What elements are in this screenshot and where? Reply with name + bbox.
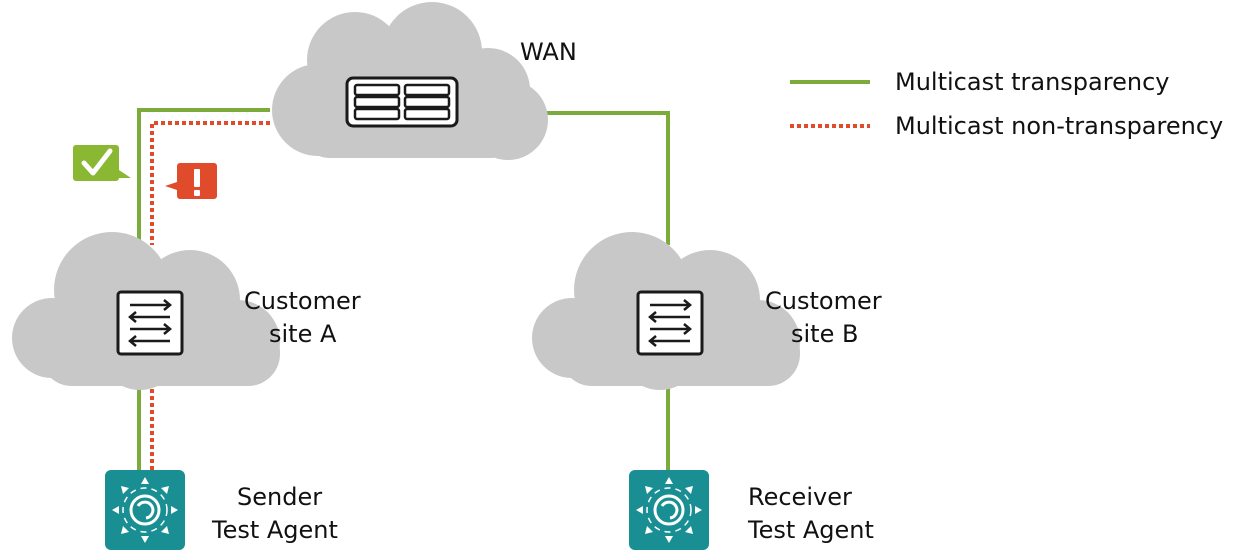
receiver-label-line1: Receiver bbox=[748, 483, 852, 511]
green-link-wan-site-b bbox=[545, 111, 670, 245]
sender-label-line1: Sender bbox=[237, 483, 322, 511]
test-agent-icon bbox=[105, 470, 185, 550]
check-icon bbox=[73, 145, 131, 181]
wan-label: WAN bbox=[520, 38, 577, 66]
legend-non-transparency-label: Multicast non-transparency bbox=[895, 112, 1223, 140]
switch-icon bbox=[636, 290, 704, 356]
red-link-wan-site-a bbox=[150, 121, 270, 245]
legend: Multicast transparency Multicast non-tra… bbox=[790, 68, 1223, 140]
connections bbox=[137, 108, 670, 470]
legend-transparency-label: Multicast transparency bbox=[895, 68, 1169, 96]
site-a-label-line1: Customer bbox=[244, 287, 361, 315]
site-b-label-line1: Customer bbox=[765, 287, 882, 315]
switch-icon bbox=[116, 290, 184, 356]
exclamation-icon bbox=[165, 163, 217, 199]
receiver-label-line2: Test Agent bbox=[747, 516, 874, 544]
green-link-wan-site-a bbox=[137, 108, 270, 245]
test-agent-icon bbox=[629, 470, 709, 550]
site-a-label-line2: site A bbox=[269, 320, 337, 348]
sender-label-line2: Test Agent bbox=[211, 516, 338, 544]
router-chassis-icon bbox=[345, 76, 459, 128]
site-b-label-line2: site B bbox=[791, 320, 858, 348]
